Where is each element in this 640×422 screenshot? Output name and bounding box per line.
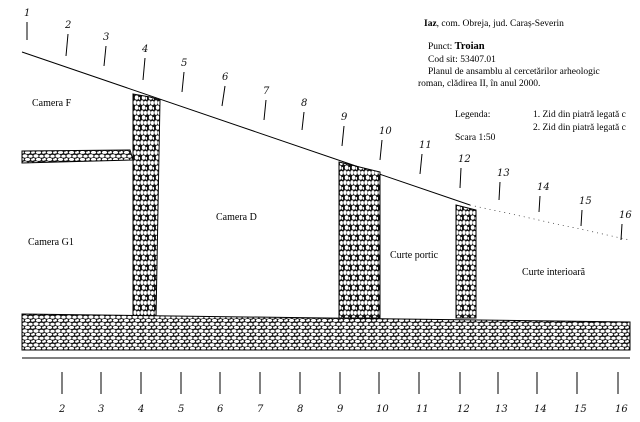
grid-top-label: 8 — [301, 98, 307, 109]
grid-top-tick — [498, 181, 501, 201]
grid-top-tick — [301, 111, 305, 131]
grid-top-label: 15 — [579, 196, 592, 207]
grid-top-tick — [379, 139, 383, 161]
grid-top-label: 13 — [497, 168, 510, 179]
grid-baseline-top — [21, 51, 471, 206]
room-curte-portic: Curte portic — [390, 250, 439, 261]
grid-bottom-label: 2 — [58, 404, 65, 415]
grid-top-label: 12 — [458, 154, 471, 165]
wall-axis-9-10 — [338, 161, 381, 319]
grid-bottom: 2 3 4 5 6 7 8 9 10 11 12 13 14 15 16 — [58, 372, 628, 415]
grid-top-tick — [181, 71, 185, 93]
grid-bottom-label: 10 — [376, 404, 389, 415]
punct-line: Punct: Troian — [428, 41, 485, 52]
grid-bottom-label: 3 — [98, 404, 104, 415]
grid-bottom-label: 6 — [217, 404, 224, 415]
grid-bottom-label: 11 — [416, 404, 429, 415]
scale-label: Scara 1:50 — [455, 133, 496, 143]
grid-top-label: 7 — [263, 86, 270, 97]
grid-top-tick — [580, 209, 583, 227]
grid-bottom-label: 7 — [257, 404, 264, 415]
header-block: Iaz, com. Obreja, jud. Caraș-Severin Pun… — [418, 19, 600, 89]
grid-bottom-label: 12 — [457, 404, 470, 415]
grid-bottom-label: 13 — [495, 404, 508, 415]
site-title: Iaz, com. Obreja, jud. Caraș-Severin — [424, 19, 564, 29]
grid-top-tick — [65, 33, 69, 57]
grid-top-tick — [538, 195, 541, 213]
grid-bottom-label: 15 — [574, 404, 587, 415]
grid-top-label: 6 — [222, 72, 229, 83]
legend-label: Legenda: — [455, 110, 490, 120]
grid-top-label: 14 — [537, 182, 550, 193]
wall-axis-12 — [455, 204, 477, 319]
grid-top-label: 3 — [103, 32, 109, 43]
grid-top-tick — [221, 85, 226, 107]
grid-baseline-top-dotted — [469, 204, 631, 241]
grid-top-tick — [620, 223, 623, 241]
grid-bottom-label: 9 — [337, 404, 344, 415]
grid-bottom-label: 5 — [178, 404, 184, 415]
room-camera-f: Camera F — [32, 98, 72, 109]
grid-bottom-label: 4 — [137, 404, 144, 415]
grid-top-label: 11 — [419, 140, 432, 151]
wall-south — [21, 313, 631, 351]
grid-top-label: 5 — [181, 58, 187, 69]
grid-top-tick — [263, 99, 267, 121]
room-camera-d: Camera D — [216, 212, 257, 223]
room-labels: Camera F Camera G1 Camera D Curte portic… — [28, 98, 586, 278]
legend: Legenda: 1. Zid din piatră legată c 2. Z… — [455, 110, 626, 143]
grid-top-label: 16 — [619, 210, 632, 221]
grid-bottom-label: 14 — [534, 404, 547, 415]
grid-top-label: 2 — [64, 20, 71, 31]
plan-title-line2: roman, clădirea II, în anul 2000. — [418, 79, 540, 89]
wall-camera-f-g1 — [21, 149, 134, 164]
legend-item-1: 1. Zid din piatră legată c — [533, 110, 626, 120]
grid-top-label: 1 — [24, 8, 30, 19]
grid-top-tick — [341, 125, 345, 147]
cod-sit: Cod sit: 53407.01 — [428, 55, 496, 65]
room-camera-g1: Camera G1 — [28, 237, 74, 248]
plan-title-line1: Planul de ansamblu al cercetărilor arheo… — [428, 67, 600, 77]
grid-top-label: 4 — [141, 44, 148, 55]
grid-bottom-label: 8 — [297, 404, 303, 415]
room-curte-interioara: Curte interioară — [522, 267, 586, 278]
legend-item-2: 2. Zid din piatră legată c — [533, 123, 626, 133]
grid-top-label: 9 — [341, 112, 348, 123]
grid-top-label: 10 — [379, 126, 392, 137]
walls — [21, 93, 631, 351]
wall-axis-4 — [132, 93, 161, 319]
grid-top-tick — [419, 153, 423, 175]
grid-top-tick — [103, 45, 107, 67]
grid-top-tick — [142, 57, 146, 81]
grid-top-tick — [459, 167, 462, 189]
grid-bottom-label: 16 — [615, 404, 628, 415]
